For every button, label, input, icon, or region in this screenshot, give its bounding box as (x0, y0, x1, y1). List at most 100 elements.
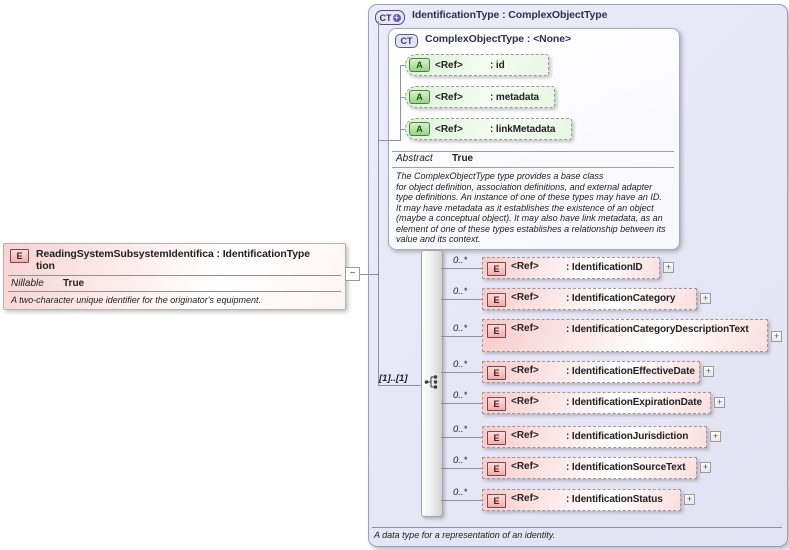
element-ref: <Ref> (511, 493, 539, 504)
nillable-value: True (63, 278, 85, 289)
attribute-name: : linkMetadata (490, 123, 556, 135)
element-ref: <Ref> (511, 292, 539, 303)
element-branch-line (441, 372, 482, 373)
element-name: : IdentificationStatus (566, 494, 663, 505)
expand-button[interactable]: + (714, 397, 725, 408)
expand-button[interactable]: + (771, 331, 782, 342)
element-icon: E (487, 366, 506, 380)
expand-button[interactable]: + (663, 262, 674, 273)
expand-button[interactable]: + (700, 462, 711, 473)
attribute-ref: <Ref> (435, 59, 463, 71)
occurs-label: 0..* (453, 359, 468, 370)
type-box-annotation: A data type for a representation of an i… (374, 530, 556, 540)
base-property-row: Abstract True (396, 153, 473, 164)
sequence-cardinality: [1]..[1] (379, 373, 408, 384)
attribute-linkMetadata[interactable]: A <Ref> : linkMetadata (405, 118, 572, 140)
attribute-branch-line (400, 97, 407, 98)
element-branch-line (441, 403, 482, 404)
sequence-compositor-bar[interactable] (421, 250, 443, 517)
element-icon: E (10, 249, 29, 263)
element-name: : IdentificationID (566, 262, 643, 273)
element-IdentificationEffectiveDate[interactable]: E <Ref> : IdentificationEffectiveDate (482, 361, 700, 383)
trunk-jog-line (378, 140, 401, 141)
element-branch-line (441, 437, 482, 438)
base-type-box-title: ComplexObjectType : <None> (425, 33, 571, 45)
attribute-name: : metadata (490, 91, 540, 103)
base-type-box-header[interactable]: CT ComplexObjectType : <None> (389, 29, 679, 50)
element-icon: E (487, 462, 506, 476)
abstract-label: Abstract (396, 153, 433, 164)
type-box-header[interactable]: CT + IdentificationType : ComplexObjectT… (369, 5, 787, 27)
attribute-name: : id (490, 59, 505, 71)
element-name: : IdentificationCategoryDescriptionText (566, 324, 749, 335)
element-branch-line (441, 268, 482, 269)
element-IdentificationStatus[interactable]: E <Ref> : IdentificationStatus (482, 489, 681, 511)
element-icon: E (487, 431, 506, 445)
occurs-label: 0..* (453, 487, 468, 498)
left-box-annotation: A two-character unique identifier for th… (11, 295, 262, 305)
element-ref: <Ref> (511, 430, 539, 441)
attribute-ref: <Ref> (435, 123, 463, 135)
element-icon: E (487, 494, 506, 508)
element-IdentificationID[interactable]: E <Ref> : IdentificationID (482, 257, 660, 279)
plus-badge-icon: + (392, 12, 401, 22)
element-name: : IdentificationSourceText (566, 462, 686, 473)
element-name: : IdentificationJurisdiction (566, 431, 689, 442)
attribute-id[interactable]: A <Ref> : id (405, 54, 549, 76)
attribute-icon: A (409, 122, 430, 136)
expand-button[interactable]: + (710, 431, 721, 442)
occurs-label: 0..* (453, 286, 468, 297)
expand-button[interactable]: + (700, 293, 711, 304)
reference-connector-line (360, 274, 379, 275)
type-box-title: IdentificationType : ComplexObjectType (412, 9, 608, 21)
complex-type-plus-icon: CT + (375, 10, 405, 25)
element-branch-line (441, 468, 482, 469)
complex-type-icon: CT (395, 34, 418, 48)
element-branch-line (441, 299, 482, 300)
element-ref: <Ref> (511, 261, 539, 272)
base-annotation-line: element of one of these types establishe… (396, 223, 666, 234)
attribute-branch-line (400, 65, 407, 66)
element-IdentificationCategoryDescriptionText[interactable]: E <Ref> : IdentificationCategoryDescript… (482, 319, 768, 352)
left-box-header: E ReadingSystemSubsystemIdentifica : Ide… (4, 244, 345, 274)
element-icon: E (487, 262, 506, 276)
expand-button[interactable]: + (703, 366, 714, 377)
collapse-button[interactable]: − (345, 267, 360, 281)
element-name: : IdentificationEffectiveDate (566, 366, 695, 377)
left-box-title: ReadingSystemSubsystemIdentifica : Ident… (36, 248, 310, 272)
sequence-icon (424, 374, 440, 395)
sequence-branch-line (378, 385, 422, 386)
occurs-label: 0..* (453, 390, 468, 401)
element-ref: <Ref> (511, 323, 539, 334)
base-annotation-line: The ComplexObjectType type provides a ba… (396, 171, 604, 181)
element-icon: E (487, 293, 506, 307)
left-box-property-row: Nillable True (4, 276, 345, 290)
element-IdentificationSourceText[interactable]: E <Ref> : IdentificationSourceText (482, 457, 697, 479)
expand-button[interactable]: + (684, 494, 695, 505)
element-IdentificationExpirationDate[interactable]: E <Ref> : IdentificationExpirationDate (482, 392, 711, 414)
attribute-trunk-line (400, 65, 401, 141)
left-box-title-line2: tion (36, 260, 55, 272)
element-name: : IdentificationExpirationDate (566, 397, 702, 408)
occurs-label: 0..* (453, 255, 468, 266)
element-box-ReadingSystemSubsystemIdentification[interactable]: E ReadingSystemSubsystemIdentifica : Ide… (3, 243, 346, 310)
left-box-divider (8, 275, 341, 276)
base-annotation-line: type definitions. An instance of one of … (396, 192, 662, 202)
element-IdentificationCategory[interactable]: E <Ref> : IdentificationCategory (482, 288, 697, 310)
base-annotation-line: value and its context. (396, 234, 481, 244)
occurs-label: 0..* (453, 323, 468, 334)
element-branch-line (441, 500, 482, 501)
base-annotation-line: It may have metadata as it establishes t… (396, 202, 654, 213)
element-ref: <Ref> (511, 396, 539, 407)
element-icon: E (487, 397, 506, 411)
attribute-icon: A (409, 58, 430, 72)
attribute-metadata[interactable]: A <Ref> : metadata (405, 86, 555, 108)
base-annotation-line: for object definition, association defin… (396, 181, 653, 192)
occurs-label: 0..* (453, 455, 468, 466)
type-box-annotation-divider (372, 527, 782, 528)
base-divider-top (392, 151, 674, 152)
base-annotation-line: (maybe a conceptual object). It may also… (396, 213, 663, 223)
abstract-value: True (452, 153, 474, 164)
element-IdentificationJurisdiction[interactable]: E <Ref> : IdentificationJurisdiction (482, 426, 707, 448)
element-ref: <Ref> (511, 365, 539, 376)
